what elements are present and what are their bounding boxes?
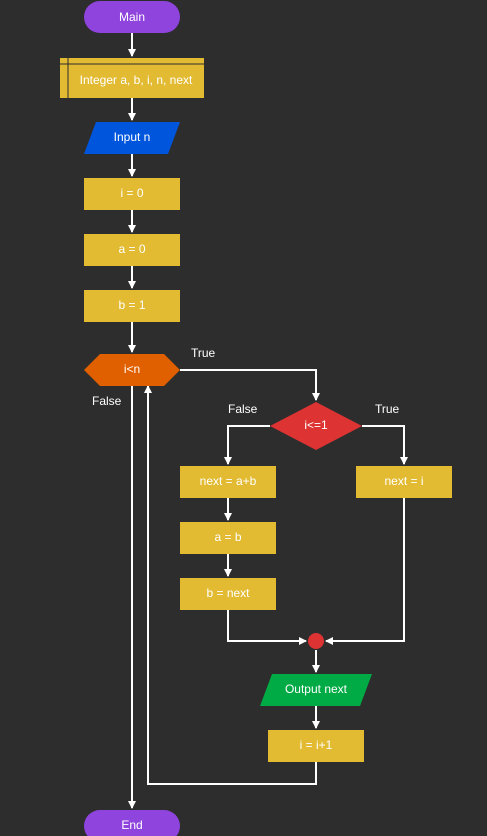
node-a-init[interactable]: a = 0 (84, 234, 180, 266)
b-init-shape (84, 290, 180, 322)
edge-loop-true (180, 369, 320, 401)
loop-false-label: False (92, 394, 122, 408)
output-parallelogram (260, 674, 372, 706)
edge-if-false (224, 425, 270, 465)
edge-loop-back (144, 385, 317, 785)
node-next-sum[interactable]: next = a+b (180, 466, 276, 498)
if-diamond (270, 402, 362, 450)
output-next-label: Output next (285, 682, 348, 696)
i-init-shape (84, 178, 180, 210)
next-sum-label: next = a+b (200, 474, 257, 488)
node-a-assign[interactable]: a = b (180, 522, 276, 554)
a-init-shape (84, 234, 180, 266)
node-main[interactable]: Main (84, 1, 180, 33)
merge-junction (308, 633, 324, 649)
node-i-init[interactable]: i = 0 (84, 178, 180, 210)
if-true-label: True (375, 402, 400, 416)
b-assign-shape (180, 578, 276, 610)
node-b-init[interactable]: b = 1 (84, 290, 180, 322)
a-assign-shape (180, 522, 276, 554)
if-condition-label: i<=1 (304, 418, 328, 432)
a-init-label: a = 0 (118, 242, 145, 256)
node-loop-condition[interactable]: i<n (84, 354, 180, 386)
loop-hexagon (84, 354, 180, 386)
node-next-i[interactable]: next = i (356, 466, 452, 498)
node-end[interactable]: End (84, 810, 180, 836)
b-init-label: b = 1 (118, 298, 145, 312)
declare-shape (60, 58, 204, 98)
node-if-condition[interactable]: i<=1 (270, 402, 362, 450)
if-false-label: False (228, 402, 258, 416)
i-init-label: i = 0 (120, 186, 143, 200)
edge-left-merge (227, 610, 307, 645)
node-input-n[interactable]: Input n (84, 122, 180, 154)
b-assign-label: b = next (206, 586, 250, 600)
loop-condition-label: i<n (124, 362, 140, 376)
main-label: Main (119, 10, 145, 24)
connectors (128, 33, 408, 809)
node-increment[interactable]: i = i+1 (268, 730, 364, 762)
main-terminal-shape (84, 1, 180, 33)
node-output-next[interactable]: Output next (260, 674, 372, 706)
edge-if-true (362, 425, 408, 465)
node-b-assign[interactable]: b = next (180, 578, 276, 610)
end-terminal-shape (84, 810, 180, 836)
increment-label: i = i+1 (300, 738, 333, 752)
next-i-shape (356, 466, 452, 498)
declare-label: Integer a, b, i, n, next (80, 73, 193, 87)
end-label: End (121, 818, 142, 832)
node-declare[interactable]: Integer a, b, i, n, next (60, 58, 204, 98)
loop-true-label: True (191, 346, 216, 360)
edge-right-merge (325, 498, 405, 645)
next-sum-shape (180, 466, 276, 498)
a-assign-label: a = b (214, 530, 241, 544)
input-n-label: Input n (114, 130, 151, 144)
input-parallelogram (84, 122, 180, 154)
next-i-label: next = i (384, 474, 423, 488)
increment-shape (268, 730, 364, 762)
